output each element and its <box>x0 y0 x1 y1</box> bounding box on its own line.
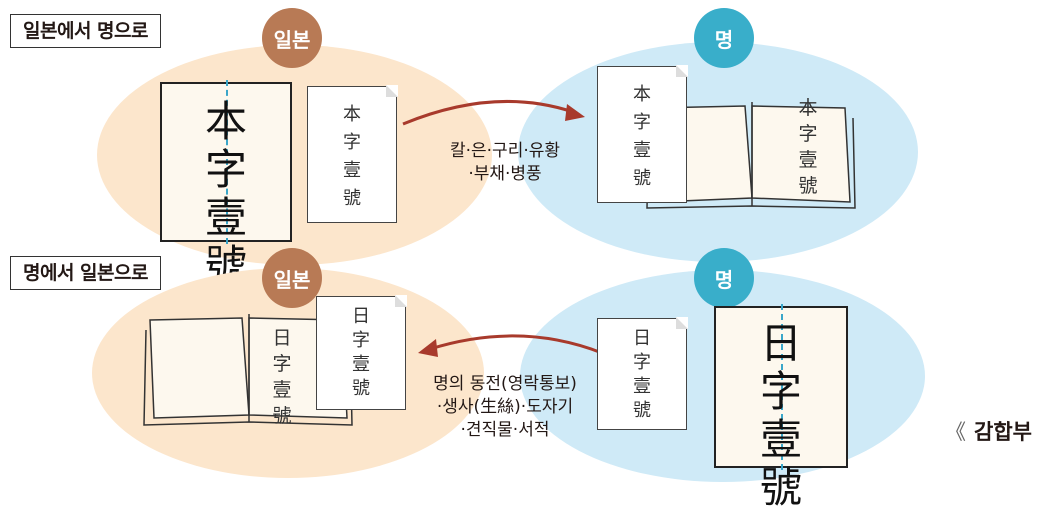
tally-characters: 日 字 壹 號 <box>716 320 846 512</box>
double-chevron-icon: 《 <box>945 420 966 444</box>
tally-large-top: 本 字 壹 號 <box>160 80 292 290</box>
tally-cut-line <box>781 304 783 470</box>
tally-char: 壹 <box>759 415 802 464</box>
ledger-characters-top: 本 字 壹 號 <box>798 97 818 197</box>
ledger-characters-bottom: 日 字 壹 號 <box>272 327 292 427</box>
tally-cut-line <box>226 80 228 244</box>
ming-badge-top: 명 <box>694 8 754 68</box>
japan-badge-bottom: 일본 <box>262 248 322 308</box>
tally-half-paper-japan-bottom: 日 字 壹 號 <box>316 295 407 410</box>
figure-caption-text: 감합부 <box>974 420 1032 444</box>
arrow-japan-to-ming <box>402 99 585 126</box>
tally-large-bottom: 日 字 壹 號 <box>714 304 848 512</box>
paper-characters: 本 字 壹 號 <box>343 104 361 209</box>
tally-char: 字 <box>204 145 247 194</box>
tally-half-paper-top: 本 字 壹 號 <box>307 85 398 223</box>
tally-char: 本 <box>204 97 247 146</box>
tally-char: 字 <box>759 367 802 416</box>
figure-caption: 《 감합부 <box>945 416 1032 446</box>
section-title-japan-to-ming: 일본에서 명으로 <box>10 14 161 48</box>
trade-goods-ming-to-japan: 명의 동전(영락통보) ·생사(生絲)·도자기 ·견직물·서적 <box>433 374 577 440</box>
japan-badge-top: 일본 <box>262 8 322 68</box>
arrow-ming-to-japan <box>418 334 603 357</box>
trade-goods-japan-to-ming: 칼·은·구리·유황 ·부채·병풍 <box>449 141 561 184</box>
tally-char: 號 <box>759 463 802 512</box>
tally-char: 日 <box>759 319 802 368</box>
tally-char: 壹 <box>204 193 247 242</box>
section-title-ming-to-japan: 명에서 일본으로 <box>10 256 161 290</box>
tally-half-paper-ming-top: 本 字 壹 號 <box>597 65 688 203</box>
ming-badge-bottom: 명 <box>694 248 754 308</box>
tally-half-paper-ming-bottom: 日 字 壹 號 <box>597 317 688 430</box>
